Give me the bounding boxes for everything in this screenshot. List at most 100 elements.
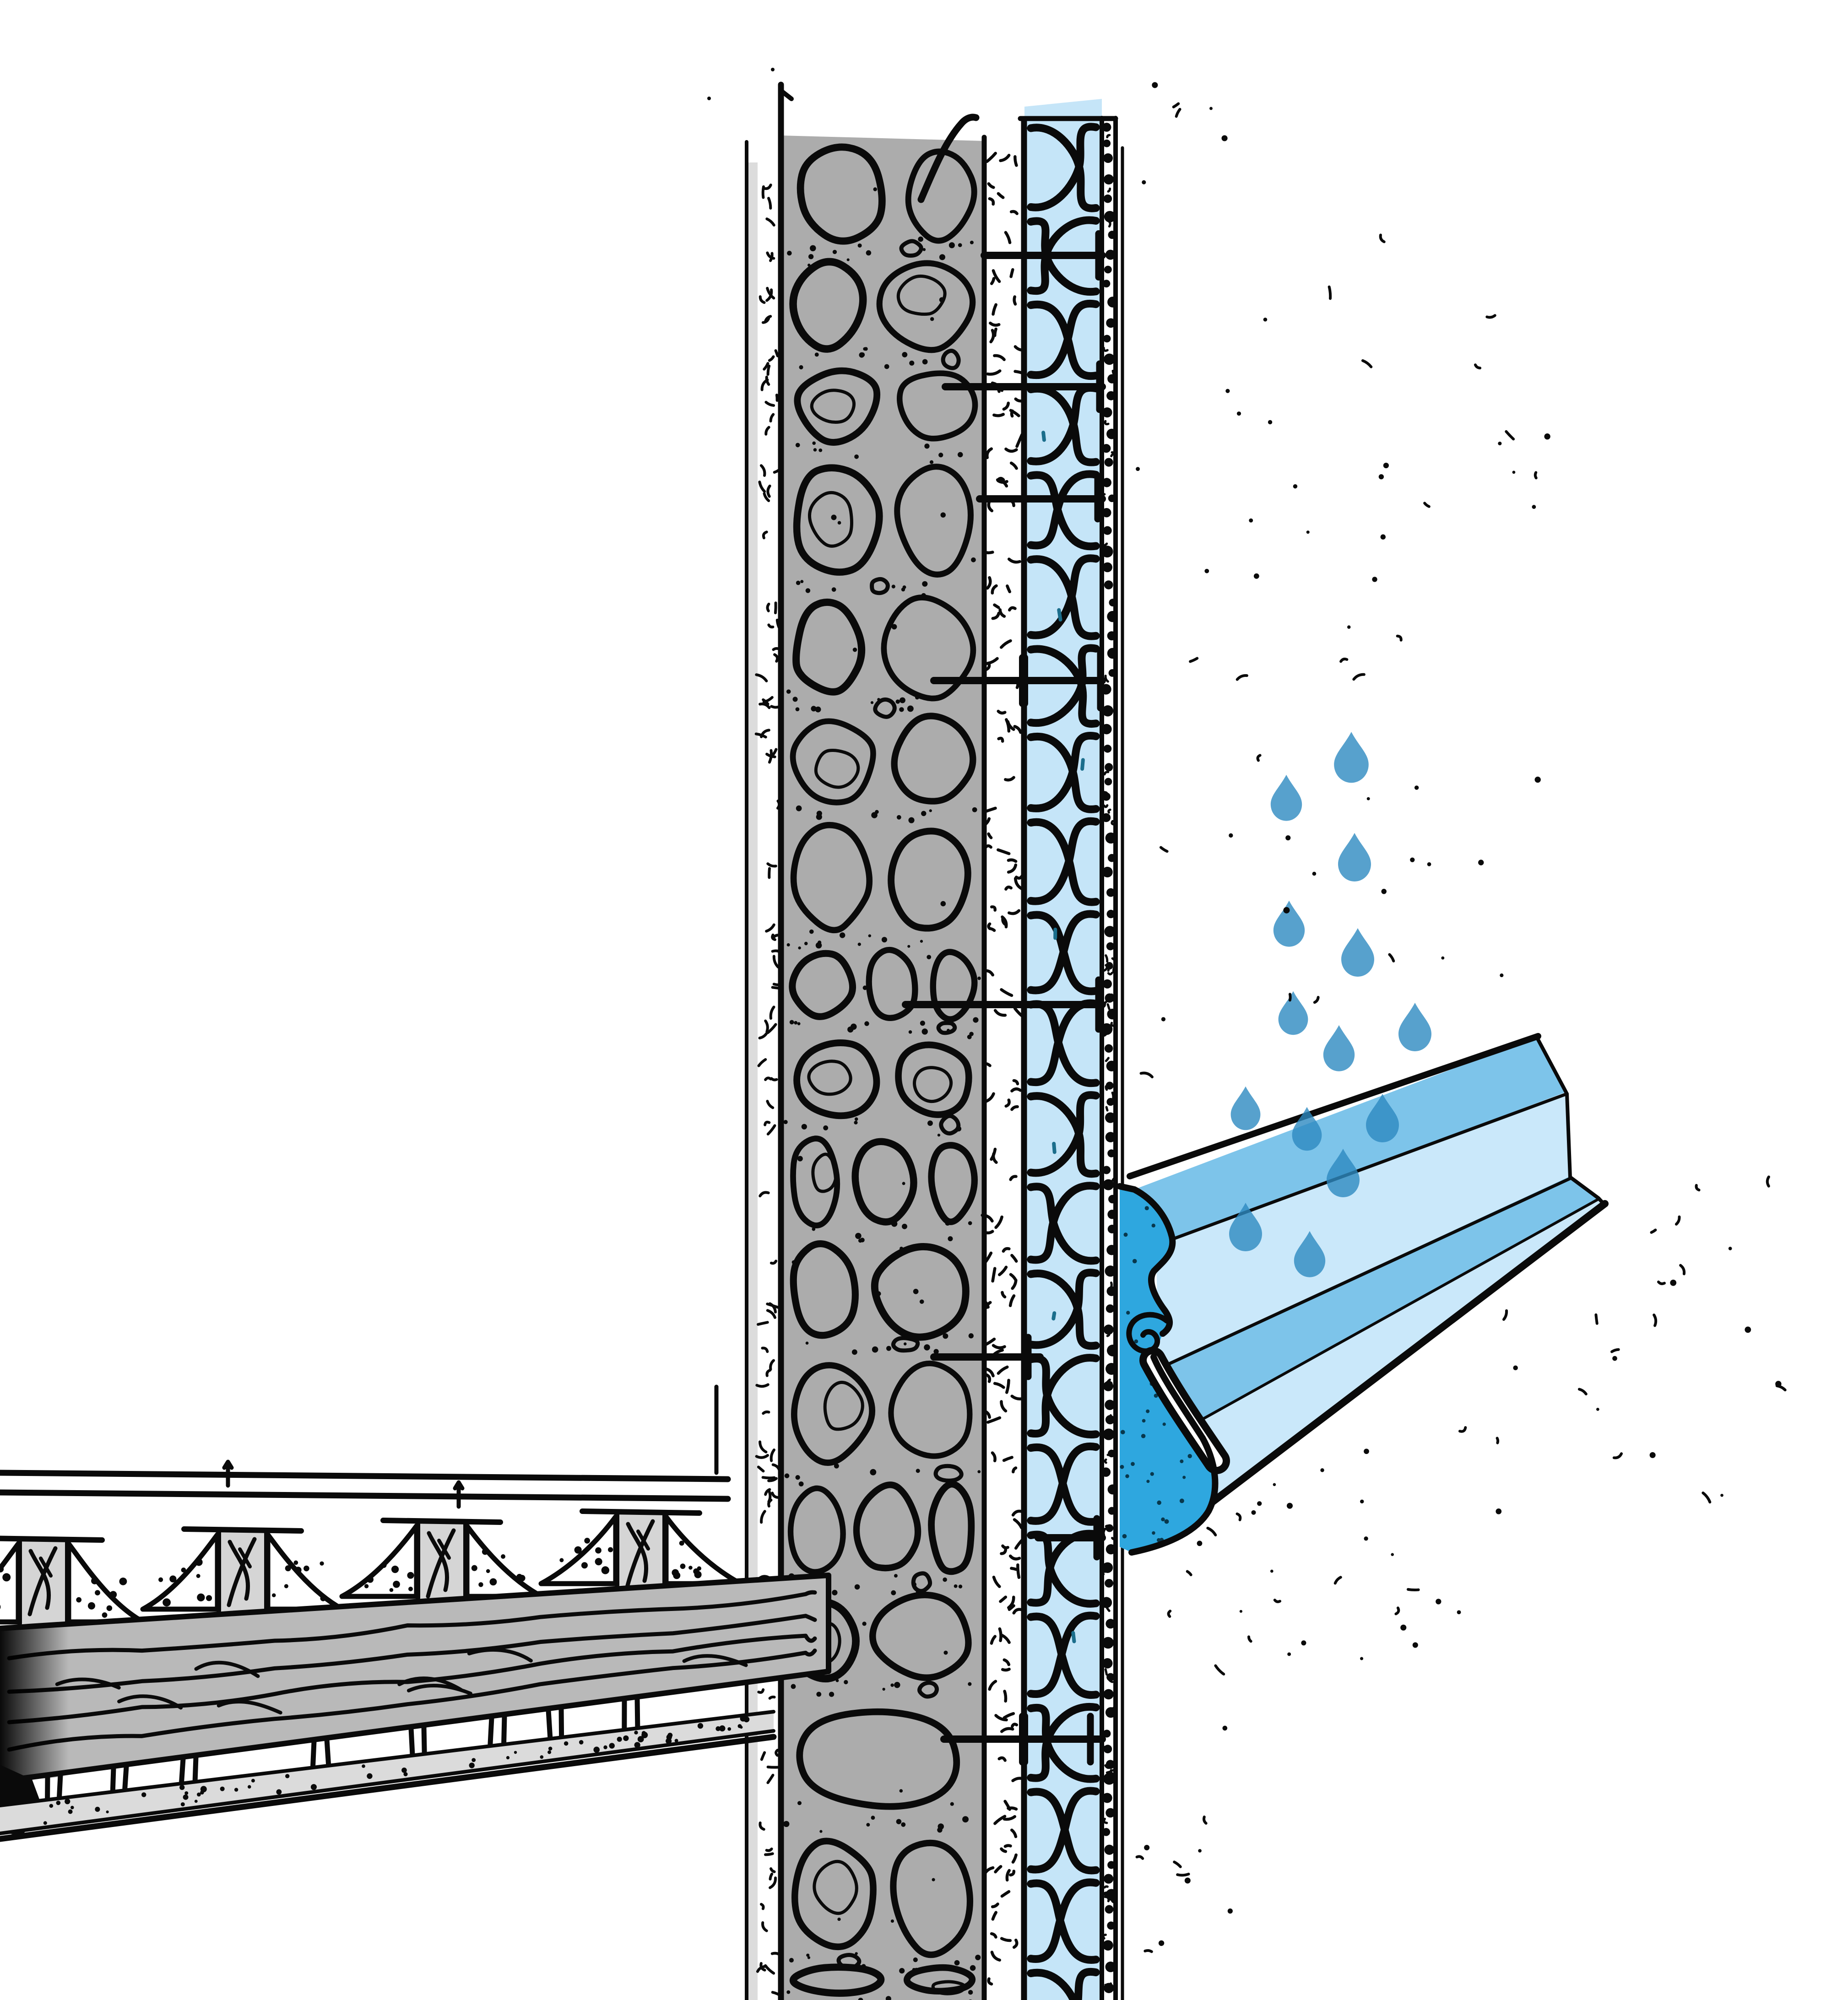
stipple-mark bbox=[1263, 317, 1268, 322]
mortar-dot bbox=[847, 1026, 854, 1033]
sill-top-edge bbox=[1127, 1033, 1541, 1179]
stipple-mark bbox=[1333, 1576, 1342, 1585]
stone bbox=[888, 827, 971, 932]
lath-top-line bbox=[0, 1710, 775, 1807]
mortar-dash bbox=[1000, 1400, 1008, 1413]
mortar-dash bbox=[990, 905, 997, 912]
insulation-batt-stroke bbox=[1027, 1479, 1100, 1526]
mortar-dash bbox=[1004, 1098, 1011, 1108]
mound-dot bbox=[163, 1598, 171, 1607]
stipple-mark bbox=[1695, 1184, 1701, 1192]
mortar-dash bbox=[1006, 584, 1012, 594]
mortar-dash bbox=[992, 303, 997, 316]
sealant-dot bbox=[1131, 1462, 1135, 1466]
mortar-dot bbox=[864, 347, 868, 351]
stone bbox=[789, 258, 867, 353]
water-droplet bbox=[1292, 1107, 1322, 1151]
plaster-dash bbox=[765, 1368, 772, 1377]
plaster-dash bbox=[759, 1903, 765, 1910]
stone bbox=[790, 718, 876, 805]
mound-dot bbox=[408, 1586, 413, 1591]
mortar-dot bbox=[948, 1236, 953, 1242]
render-speck bbox=[1105, 954, 1109, 963]
window-sill-assembly bbox=[1116, 1033, 1609, 1556]
lath-dot bbox=[641, 1732, 648, 1739]
render-speck bbox=[1109, 1414, 1113, 1422]
mortar-dot bbox=[783, 1821, 790, 1827]
mortar-dash bbox=[994, 1865, 1003, 1874]
stipple-mark bbox=[1534, 776, 1541, 783]
sill-step-front-face bbox=[1164, 1198, 1604, 1516]
sealant-dot bbox=[1182, 1476, 1186, 1479]
sill-end-edges bbox=[1535, 1035, 1605, 1205]
mortar-dash bbox=[998, 1627, 1003, 1643]
facade-anchor bbox=[1035, 1515, 1106, 1561]
lath-dot bbox=[666, 1734, 672, 1740]
plaster-dash bbox=[756, 1965, 766, 1973]
render-speck bbox=[1107, 187, 1111, 193]
stone-hint bbox=[814, 748, 860, 789]
plaster-dash bbox=[762, 530, 768, 540]
mortar-dash bbox=[989, 321, 1001, 327]
mortar-dash bbox=[1009, 1273, 1017, 1281]
mortar-dot bbox=[977, 1470, 981, 1473]
mortar-dash bbox=[1007, 1595, 1015, 1610]
mortar-dash bbox=[1010, 1567, 1018, 1571]
mortar-dash bbox=[993, 1382, 1005, 1389]
mortar-dot bbox=[922, 248, 926, 251]
mortar-dot bbox=[891, 1590, 896, 1595]
sealant-dot bbox=[1157, 1538, 1161, 1542]
lath-dot bbox=[276, 1789, 282, 1795]
mortar-dot bbox=[800, 580, 804, 584]
mortar-dot bbox=[907, 945, 910, 948]
mortar-dot bbox=[798, 1481, 804, 1486]
mound-dot bbox=[694, 1571, 702, 1578]
render-speck bbox=[1104, 1891, 1108, 1897]
stone bbox=[890, 1839, 974, 1958]
stipple-mark bbox=[1136, 467, 1140, 471]
mortar-dot bbox=[797, 1022, 801, 1026]
water-droplet bbox=[1270, 774, 1302, 821]
mortar-dot bbox=[795, 1475, 800, 1480]
plaster-dash bbox=[769, 1359, 775, 1371]
stipple-mark bbox=[1214, 1664, 1225, 1676]
mortar-dot bbox=[903, 1342, 907, 1346]
mortar-dot bbox=[854, 1117, 858, 1121]
mortar-dot bbox=[814, 352, 819, 357]
grain-stroke bbox=[467, 1648, 533, 1663]
lath-plaster-dots bbox=[43, 1715, 750, 1825]
render-blob bbox=[1104, 478, 1111, 487]
mortar-dash bbox=[1007, 858, 1018, 863]
lath-dot bbox=[106, 1810, 109, 1814]
mortar-dot bbox=[864, 1021, 869, 1026]
render-speck bbox=[1109, 233, 1115, 237]
stipple-mark bbox=[1293, 484, 1298, 489]
mortar-mound bbox=[339, 1523, 419, 1599]
mortar-dash bbox=[991, 584, 998, 595]
mound-dot bbox=[672, 1569, 679, 1576]
lath-dot bbox=[285, 1774, 290, 1778]
lath-dot bbox=[251, 1778, 255, 1783]
plaster-dash bbox=[766, 484, 771, 498]
lath-dot bbox=[234, 1788, 238, 1792]
floor-nail bbox=[546, 1708, 553, 1740]
plaster-dash bbox=[759, 1440, 768, 1454]
lath-dot bbox=[180, 1802, 185, 1806]
stipple-mark bbox=[1198, 1849, 1202, 1853]
interior-base-plaster bbox=[758, 162, 781, 2000]
mortar-dot bbox=[971, 557, 976, 562]
lath-dot bbox=[310, 1784, 317, 1790]
plaster-dash bbox=[766, 1303, 780, 1309]
mortar-dash bbox=[1000, 1547, 1008, 1555]
plaster-dash bbox=[770, 1449, 775, 1462]
mortar-dash bbox=[1005, 1869, 1011, 1882]
plaster-dash bbox=[772, 955, 780, 969]
mortar-dot bbox=[839, 932, 845, 938]
render-blob bbox=[1104, 813, 1111, 822]
mortar-dash bbox=[997, 1365, 1009, 1375]
plaster-dash bbox=[770, 748, 778, 757]
plaster-dash bbox=[765, 288, 773, 302]
mortar-dash bbox=[985, 1301, 992, 1309]
mortar-dot bbox=[795, 707, 800, 712]
